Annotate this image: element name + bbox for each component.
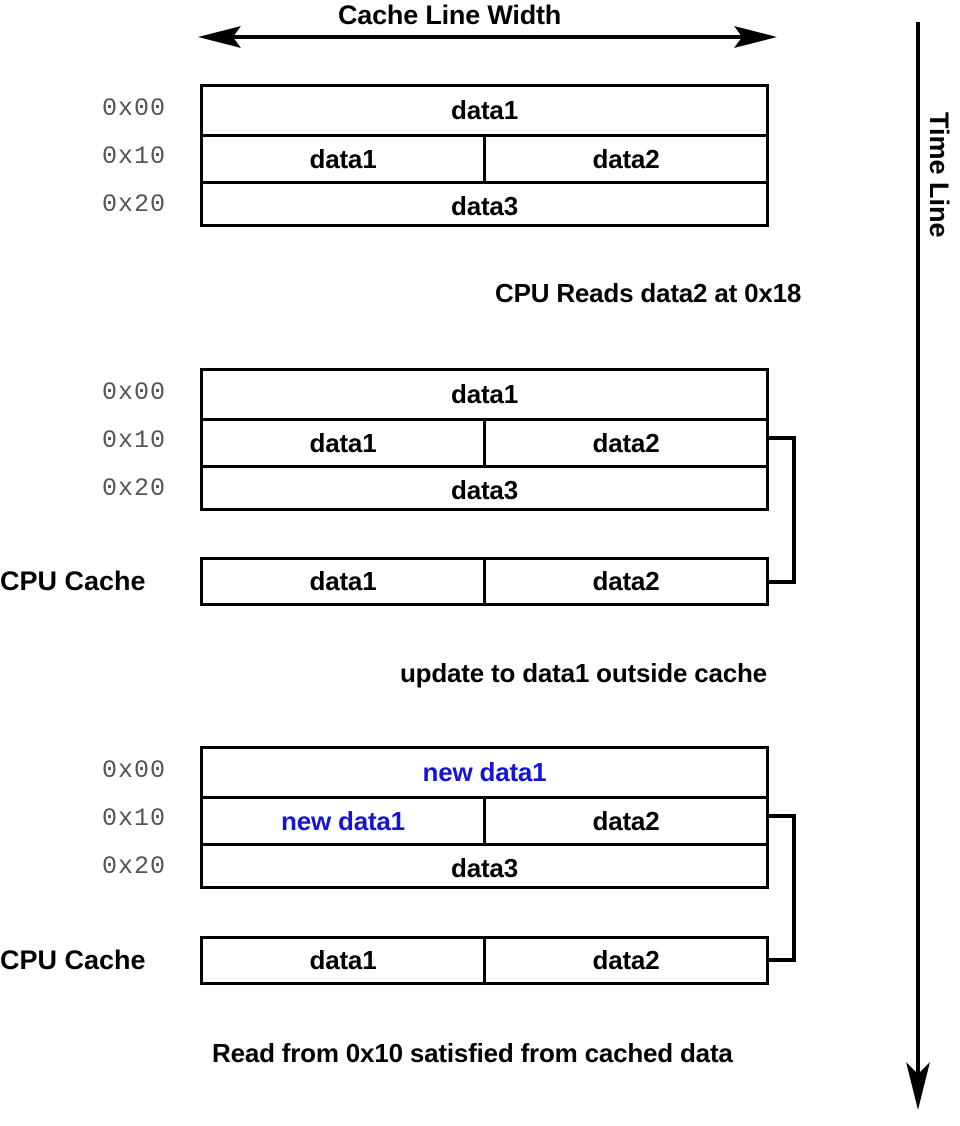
memory-row-0x00: data1 <box>203 371 766 418</box>
memory-table: data1 data1 data2 data3 <box>200 368 769 511</box>
memory-cell: new data1 <box>422 757 547 787</box>
cpu-cache-box: data1 data2 <box>200 557 769 606</box>
memory-table: data1 data1 data2 data3 <box>200 84 769 227</box>
memory-cell: data2 <box>483 421 766 465</box>
memory-table: new data1 new data1 data2 data3 <box>200 746 769 889</box>
memory-row-0x10: new data1 data2 <box>203 796 766 843</box>
cpu-cache-box: data1 data2 <box>200 936 769 985</box>
memory-cell: data1 <box>451 95 518 125</box>
memory-row-0x20: data3 <box>203 181 766 228</box>
memory-row-0x00: new data1 <box>203 749 766 796</box>
memory-row-0x10: data1 data2 <box>203 418 766 465</box>
timeline-axis <box>906 22 930 1110</box>
memory-cell: new data1 <box>281 805 405 836</box>
cache-cell: data1 <box>309 945 377 975</box>
footer-caption: Read from 0x10 satisfied from cached dat… <box>212 1038 733 1068</box>
page-title: Cache Line Width <box>338 0 562 30</box>
cache-cell: data1 <box>309 566 377 596</box>
double-headed-horizontal-arrow-icon <box>198 26 777 48</box>
address-label-0x20: 0x20 <box>102 852 167 881</box>
cache-cell: data2 <box>483 560 766 603</box>
cache-fill-bracket-icon <box>766 814 796 962</box>
memory-cell: data2 <box>483 799 766 843</box>
memory-row-0x20: data3 <box>203 465 766 512</box>
memory-cell: data1 <box>309 143 377 174</box>
address-label-0x00: 0x00 <box>102 756 167 785</box>
memory-cell: data1 <box>309 427 377 458</box>
memory-row-0x00: data1 <box>203 87 766 134</box>
memory-cell: data3 <box>451 190 518 221</box>
cache-cell: data2 <box>483 939 766 982</box>
memory-row-0x10: data1 data2 <box>203 134 766 181</box>
address-label-0x20: 0x20 <box>102 474 167 503</box>
stage-caption-cpu-read: CPU Reads data2 at 0x18 <box>495 278 802 308</box>
cpu-cache-label: CPU Cache <box>0 566 146 596</box>
memory-cell: data2 <box>483 137 766 181</box>
address-label-0x00: 0x00 <box>102 378 167 407</box>
address-label-0x20: 0x20 <box>102 190 167 219</box>
timeline-label: Time Line <box>924 112 954 238</box>
memory-cell: data1 <box>451 379 518 409</box>
cpu-cache-label: CPU Cache <box>0 945 146 975</box>
memory-row-0x20: data3 <box>203 843 766 890</box>
address-label-0x10: 0x10 <box>102 804 167 833</box>
stage-caption-external-update: update to data1 outside cache <box>400 658 767 688</box>
memory-cell: data3 <box>451 852 518 883</box>
memory-cell: data3 <box>451 474 518 505</box>
address-label-0x10: 0x10 <box>102 426 167 455</box>
address-label-0x10: 0x10 <box>102 142 167 171</box>
cache-fill-bracket-icon <box>766 436 796 584</box>
address-label-0x00: 0x00 <box>102 94 167 123</box>
